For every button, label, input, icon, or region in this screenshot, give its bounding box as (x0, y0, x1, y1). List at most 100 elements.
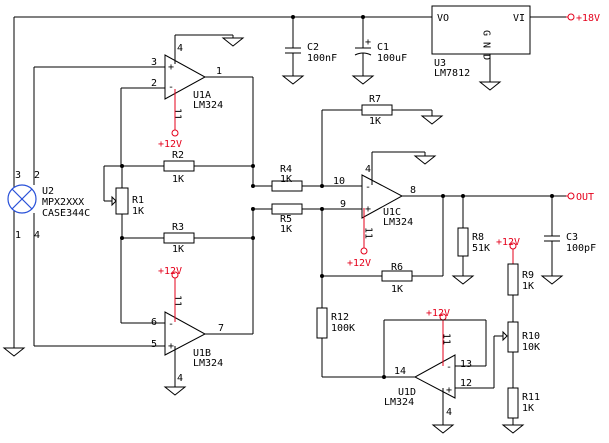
r12-ref: R12 (331, 312, 349, 323)
r9-ref: R9 (522, 270, 534, 281)
capacitor-c2: C2 100nF (281, 17, 337, 85)
c2-value: 100nF (307, 53, 337, 64)
svg-text:-: - (446, 362, 452, 373)
c1-ref: C1 (377, 42, 389, 53)
u1c-pin-minus: 10 (333, 176, 345, 187)
u1a-supply-label: +12V (158, 139, 182, 150)
r5-value: 1K (280, 224, 292, 235)
sensor-pin-1: 1 (15, 230, 21, 241)
sensor-wires (33, 66, 165, 347)
r7-ref: R7 (369, 94, 381, 105)
r6-value: 1K (391, 284, 403, 295)
divider-chain: +12V R9 1K R10 10K R11 1K (496, 237, 540, 434)
u1c-ref: U1C (383, 207, 401, 218)
input-voltage-label: +18V (576, 13, 600, 24)
u1a-part: LM324 (193, 100, 223, 111)
resistor-r3: R3 1K (122, 222, 253, 255)
u1a-pin-out: 1 (216, 66, 222, 77)
u1a-ref: U1A (193, 90, 211, 101)
c3-ref: C3 (566, 232, 578, 243)
resistor-r4: R4 1K (253, 164, 362, 192)
resistor-r2: R2 1K (122, 150, 253, 185)
regulator-pin-out: VO (437, 13, 449, 24)
sensor-package: CASE344C (42, 208, 90, 219)
u1d-part: LM324 (384, 397, 414, 408)
c1-polarity: + (365, 37, 371, 48)
resistor-r5: R5 1K (253, 203, 362, 235)
u1b-part: LM324 (193, 358, 223, 369)
r5-ref: R5 (280, 214, 292, 225)
opamp-u1b: -+ 6 5 7 11 4 U1B LM324 +12V (120, 209, 254, 396)
u1d-pin-minus: 13 (460, 359, 472, 370)
r11-ref: R11 (522, 392, 540, 403)
r10-value: 10K (522, 342, 540, 353)
resistor-r8: R8 51K (451, 196, 490, 285)
u1d-pin-vcc: 11 (441, 333, 452, 345)
resistor-r12: R12 100K (316, 276, 415, 378)
u1b-pin-vcc: 11 (172, 295, 183, 307)
r10-ref: R10 (522, 331, 540, 342)
divider-supply-label: +12V (496, 237, 520, 248)
ground-symbol (2, 342, 26, 357)
r12-value: 100K (331, 323, 355, 334)
r6-ref: R6 (391, 262, 403, 273)
r8-ref: R8 (472, 232, 484, 243)
u1a-pin-vee: 11 (172, 108, 183, 120)
regulator-pin-in: VI (513, 13, 525, 24)
svg-text:+: + (168, 341, 174, 352)
svg-text:-: - (365, 182, 371, 193)
r1-ref: R1 (132, 195, 144, 206)
u1a-pin-vcc: 4 (177, 43, 183, 54)
svg-text:+: + (365, 204, 371, 215)
r4-ref: R4 (280, 164, 292, 175)
sensor-u2: 3 2 1 4 U2 MPX2XXX CASE344C (7, 170, 90, 241)
u1c-pin-vee: 11 (363, 227, 374, 239)
u1d-pin-plus: 12 (460, 378, 472, 389)
svg-text:-: - (168, 319, 174, 330)
resistor-r7: R7 1K (321, 94, 444, 186)
c1-value: 100uF (377, 53, 407, 64)
u1c-part: LM324 (383, 217, 413, 228)
r7-value: 1K (369, 116, 381, 127)
output-bus: OUT (402, 192, 594, 203)
c2-ref: C2 (307, 42, 319, 53)
u1c-pin-plus: 9 (340, 199, 346, 210)
r4-value: 1K (280, 174, 292, 185)
capacitor-c3: C3 100pF (540, 196, 596, 285)
u1d-pin-vee: 4 (446, 407, 452, 418)
resistor-r6: R6 1K (320, 196, 444, 295)
input-terminal-18v: +18V (566, 13, 600, 24)
r3-value: 1K (172, 244, 184, 255)
regulator-u3: VO VI G N D U3 LM7812 (431, 5, 566, 91)
r2-ref: R2 (172, 150, 184, 161)
sensor-pin-2: 2 (34, 170, 40, 181)
sensor-ref: U2 (42, 186, 54, 197)
regulator-part: LM7812 (434, 68, 470, 79)
r9-value: 1K (522, 281, 534, 292)
svg-text:-: - (168, 82, 174, 93)
r3-ref: R3 (172, 222, 184, 233)
u1b-pin-out: 7 (218, 323, 224, 334)
u1d-supply-label: +12V (426, 308, 450, 319)
capacitor-c1: + C1 100uF (351, 17, 407, 85)
r8-value: 51K (472, 243, 490, 254)
output-label: OUT (576, 192, 594, 203)
r1-value: 1K (132, 206, 144, 217)
u1d-ref: U1D (398, 387, 416, 398)
u1b-ref: U1B (193, 348, 211, 359)
u1b-pin-plus: 5 (151, 339, 157, 350)
u1c-pin-vcc: 4 (365, 164, 371, 175)
sensor-part: MPX2XXX (42, 197, 84, 208)
opamp-u1d: -+ 14 13 12 11 4 U1D LM324 +12V (382, 308, 508, 434)
resistor-r1: R1 1K (103, 165, 144, 238)
regulator-ref: U3 (434, 58, 446, 69)
u1c-pin-out: 8 (410, 185, 416, 196)
r2-value: 1K (172, 174, 184, 185)
regulator-pin-gnd: G N D (481, 30, 492, 60)
opamp-u1a: +- 3 2 1 4 11 U1A LM324 +12V (120, 34, 254, 186)
svg-text:+: + (168, 62, 174, 73)
u1b-pin-vee: 4 (177, 373, 183, 384)
svg-text:+: + (446, 385, 452, 396)
u1c-supply-label: +12V (347, 258, 371, 269)
